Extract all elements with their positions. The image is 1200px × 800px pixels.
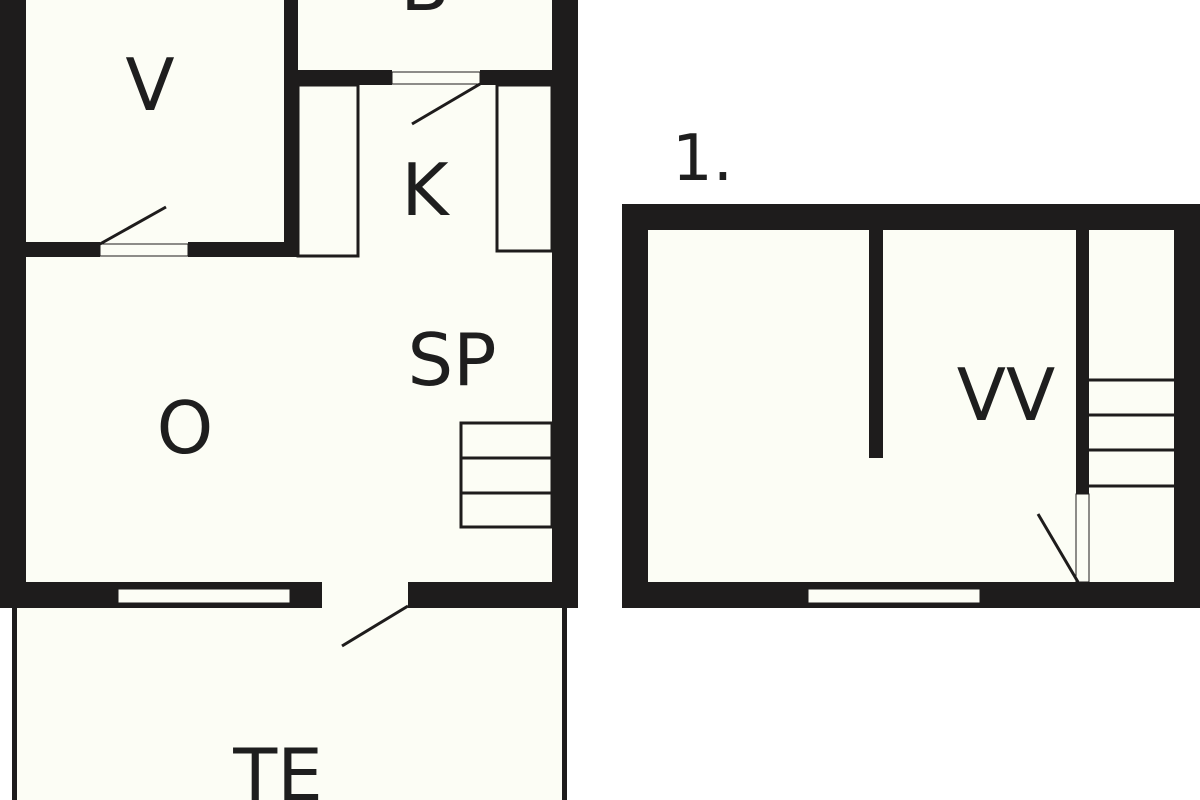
door-swing-te xyxy=(341,604,409,648)
upper-floor: VV xyxy=(622,204,1200,608)
floor-label: 1. xyxy=(672,122,733,196)
window-vv xyxy=(807,588,981,604)
terrace-floor xyxy=(14,608,566,800)
door-swing-b xyxy=(411,82,481,126)
window-o xyxy=(117,588,291,604)
wall-b-bottom-left xyxy=(296,70,392,85)
stairs-main xyxy=(459,421,554,529)
terrace-rail-right xyxy=(562,608,567,800)
wall-b-bottom-right xyxy=(480,70,552,85)
room-label-te: TE xyxy=(232,733,322,800)
room-label-v: V xyxy=(125,43,174,127)
door-swing-v xyxy=(99,205,167,246)
upper-wall-right xyxy=(1174,204,1200,608)
stair-door-opening xyxy=(1075,493,1090,583)
terrace-rail-left xyxy=(12,608,17,800)
stairs-upper xyxy=(1089,378,1174,488)
upper-floor-fill xyxy=(622,204,1200,608)
kitchen-counter-left xyxy=(296,83,360,258)
door-opening-b xyxy=(391,71,481,85)
wall-v-bottom-left xyxy=(26,242,100,257)
room-label-b: B xyxy=(400,0,449,27)
partition-wall xyxy=(869,230,883,458)
stair-wall xyxy=(1076,230,1089,494)
door-swing-vv xyxy=(1036,513,1080,583)
door-opening-v xyxy=(99,243,189,257)
outer-wall-right xyxy=(552,0,578,608)
room-label-sp: SP xyxy=(407,318,496,402)
room-label-o: O xyxy=(157,386,214,470)
kitchen-counter-right xyxy=(495,83,554,253)
room-label-k: K xyxy=(401,148,450,232)
upper-wall-left xyxy=(622,204,648,608)
outer-wall-left xyxy=(0,0,26,608)
wall-v-right xyxy=(284,0,298,256)
main-building: B V K SP O TE xyxy=(0,0,578,800)
door-opening-te xyxy=(322,582,408,608)
room-label-vv: VV xyxy=(957,353,1056,437)
upper-wall-top xyxy=(622,204,1200,230)
